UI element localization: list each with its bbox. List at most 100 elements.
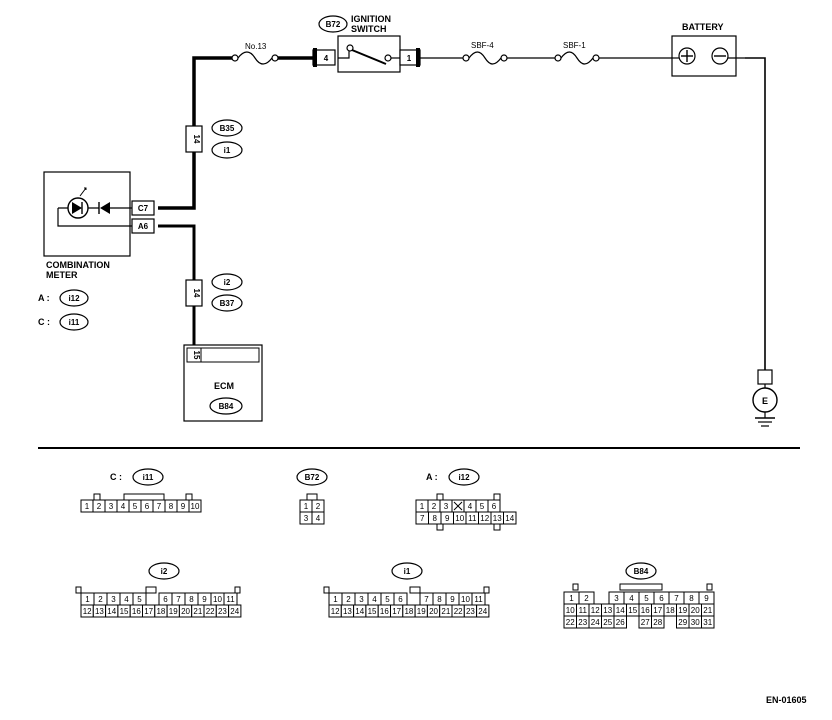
connector-ref: i1 [404,567,411,576]
connector-pin: 8 [189,595,194,604]
connector-pin: 18 [666,606,675,615]
meter-pin-a6-box [131,218,155,234]
connector-pin: 19 [417,607,426,616]
connector-pin: 12 [591,606,600,615]
connector-pin: 5 [133,502,138,511]
ignition-switch: B72 IGNITION SWITCH 4 1 [312,14,421,73]
connector-ref: i2 [161,567,168,576]
connector-letter: C : [110,472,122,482]
connector-pin: 4 [372,595,377,604]
connector-pin: 17 [144,607,153,616]
connector-pin: 8 [689,594,694,603]
connector-pin: 3 [111,595,116,604]
connector-pin: 30 [691,618,700,627]
connector-pin: 26 [616,618,625,627]
connector-pin: 4 [124,595,129,604]
connector-pin: 9 [704,594,709,603]
connector-pin: 1 [304,502,309,511]
connector-pin: 1 [85,502,90,511]
connector-pin: 21 [193,607,202,616]
connector-pin: 4 [629,594,634,603]
ignition-switch-label-1: IGNITION [351,14,391,24]
connector-pin: 17 [653,606,662,615]
legend-a-ref-oval [59,289,89,307]
connector-pin: 22 [454,607,463,616]
sbf4-label: SBF-4 [471,41,494,50]
connector-pin: 15 [120,607,129,616]
connector-pin: 1 [85,595,90,604]
connector-pin: 11 [226,595,235,604]
connector-pin: 10 [566,606,575,615]
connector-pin: 4 [316,514,321,523]
sbf1: SBF-1 [554,41,600,65]
connector-pin: 5 [137,595,142,604]
connector-pin: 9 [450,595,455,604]
connector-ref: i12 [458,473,470,482]
connector-pin: 9 [181,502,186,511]
connector-pin: 4 [468,502,473,511]
legend-c-ref-oval [59,313,89,331]
lower-joint-pin: 14 [192,289,201,298]
connector-pin: 20 [691,606,700,615]
connector-pin: 6 [398,595,403,604]
connector-pin: 9 [445,514,450,523]
combination-meter-label-2: METER [46,270,78,280]
connector-pin: 19 [169,607,178,616]
connector-pin: 10 [213,595,222,604]
combination-meter-label-1: COMBINATION [46,260,110,270]
fuse-no13-label: No.13 [245,42,267,51]
legend-c-letter: C : [38,317,50,327]
meter-pin-c7: C7 [138,204,149,213]
upper-joint-connector: 14 B35 i1 [185,119,243,159]
connector-pin: 18 [404,607,413,616]
connector-pin: 8 [437,595,442,604]
connector-pin: 12 [83,607,92,616]
connector-pin: 2 [98,595,103,604]
connector-pin: 28 [653,618,662,627]
ignition-switch-body [337,35,401,73]
connector-pin: 24 [478,607,487,616]
connector-pin: 2 [432,502,437,511]
meter-pin-c7-box [131,200,155,216]
connector-pin: 10 [191,502,200,511]
lower-joint-ref-top: i2 [224,278,231,287]
meter-pin-a6: A6 [138,222,149,231]
connector-pin: 4 [121,502,126,511]
ecm-label: ECM [214,381,234,391]
connector-pin: 13 [343,607,352,616]
connector-pin: 24 [591,618,600,627]
connector-pin: 31 [703,618,712,627]
connector-pin: 15 [368,607,377,616]
lamp-diode-icon [72,202,82,214]
connector-pin: 7 [674,594,679,603]
connector-pin: 27 [641,618,650,627]
lower-joint-connector: 14 i2 B37 [185,273,243,312]
connector-pin: 8 [169,502,174,511]
connector-pin: 8 [433,514,438,523]
connector-pin: 3 [614,594,619,603]
fuse-no13: No.13 [231,42,279,65]
connector-pin: 16 [380,607,389,616]
ign-pin-left: 4 [324,54,329,63]
connector-pin: 7 [424,595,429,604]
ground-label: E [762,396,768,406]
lower-joint-ref-bottom: B37 [220,299,235,308]
connector-pin: 21 [441,607,450,616]
connector-pin: 9 [202,595,207,604]
connector-pin: 14 [355,607,364,616]
connector-pin: 12 [331,607,340,616]
connector-pin: 7 [420,514,425,523]
connector-pin: 2 [97,502,102,511]
wires [158,56,766,370]
connector-pin: 16 [132,607,141,616]
connector-pin: 11 [579,606,588,615]
connector-pin: 6 [145,502,150,511]
connector-pin: 7 [157,502,162,511]
ecm: 15 ECM B84 [183,344,263,422]
connector-pin: 23 [578,618,587,627]
upper-joint-ref-top: B35 [220,124,235,133]
connector-pin: 1 [569,594,574,603]
